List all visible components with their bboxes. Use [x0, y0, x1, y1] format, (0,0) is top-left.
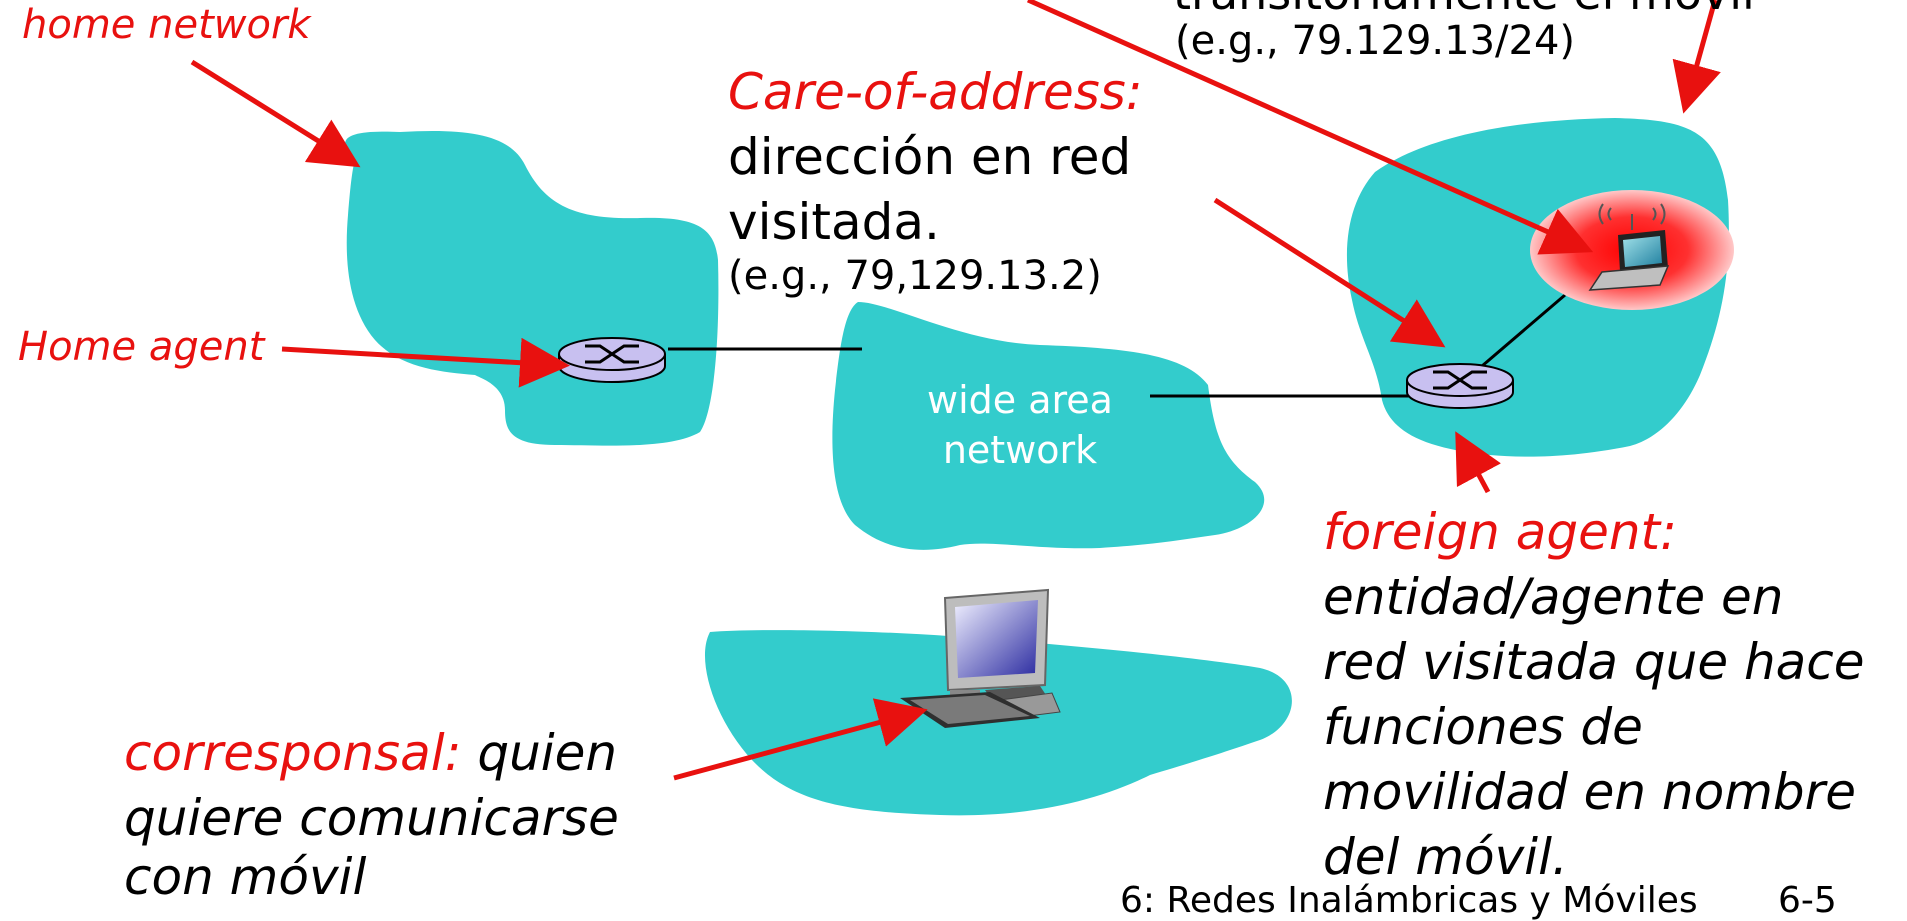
foreign-agent-line4: movilidad en nombre — [1323, 763, 1856, 821]
correspondent-desktop-computer-icon — [900, 588, 1061, 728]
correspondent-network-cloud — [704, 630, 1292, 816]
correspondent-line2: quiere comunicarse — [124, 789, 619, 847]
care-of-address-example: (e.g., 79,129.13.2) — [728, 253, 1102, 299]
correspondent-arrow — [673, 698, 928, 781]
home-agent-arrow — [281, 337, 570, 388]
foreign-agent-line3: funciones de — [1323, 698, 1643, 756]
home-network-arrow — [190, 59, 361, 168]
wan-label-line1: wide area — [927, 378, 1113, 422]
correspondent-line3: con móvil — [124, 848, 367, 906]
home-agent-router-icon — [558, 337, 666, 383]
visited-network-partial-label: transitoriamente el móvil — [1173, 0, 1755, 20]
care-of-address-arrow — [1213, 197, 1446, 348]
foreign-router-to-laptop-link — [1467, 293, 1566, 380]
care-of-address-title: Care-of-address: — [728, 63, 1143, 121]
foreign-agent-line1: entidad/agente en — [1323, 568, 1784, 626]
foreign-agent-arrow — [1455, 431, 1501, 494]
care-of-address-line2: visitada. — [728, 193, 940, 251]
home-network-label: home network — [22, 2, 311, 48]
wide-area-network-label: wide area network — [900, 375, 1140, 475]
correspondent-line1: corresponsal: quien — [124, 724, 617, 782]
foreign-agent-router-icon — [1406, 363, 1514, 409]
mobile-laptop-icon — [1530, 190, 1734, 310]
home-agent-label: Home agent — [18, 324, 265, 370]
foreign-agent-line2: red visitada que hace — [1323, 633, 1865, 691]
visited-network-example-label: (e.g., 79.129.13/24) — [1175, 18, 1576, 64]
footer-course-title: 6: Redes Inalámbricas y Móviles — [1120, 880, 1698, 921]
wide-area-network-cloud — [832, 302, 1265, 550]
foreign-agent-title: foreign agent: — [1323, 503, 1678, 561]
footer-page-number: 6-5 — [1778, 880, 1837, 921]
visited-network-arrow — [1672, 0, 1721, 114]
correspondent-line1-rest: quien — [461, 724, 618, 782]
correspondent-title: corresponsal: — [124, 724, 462, 782]
home-network-cloud — [345, 130, 719, 446]
foreign-agent-line5: del móvil. — [1323, 828, 1568, 886]
laptop-arrow — [1026, 0, 1594, 255]
care-of-address-line1: dirección en red — [728, 128, 1132, 186]
wan-label-line2: network — [942, 428, 1098, 472]
